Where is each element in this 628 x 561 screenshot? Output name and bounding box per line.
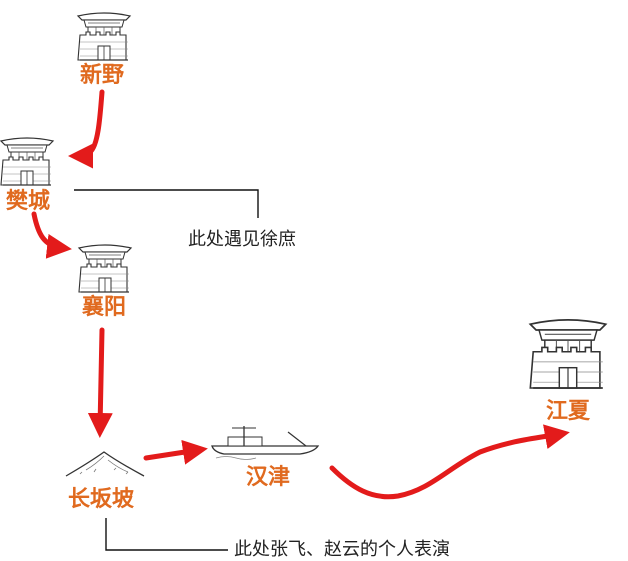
arrow-changbanpo-hanjin	[143, 439, 208, 465]
label-hanjin: 汉津	[246, 465, 291, 490]
label-changbanpo: 长坂坡	[68, 487, 135, 512]
label-xiangyang: 襄阳	[82, 295, 127, 320]
route-arrows	[31, 89, 570, 500]
label-xinye: 新野	[80, 63, 125, 88]
label-fancheng: 樊城	[6, 189, 51, 214]
city-gate-icon	[0, 137, 54, 186]
label-jiangxia: 江夏	[546, 399, 591, 424]
arrow-xiangyang-changbanpo	[87, 327, 113, 438]
city-gate-icon	[529, 318, 607, 389]
callout-line-xu-shu	[74, 189, 259, 218]
note-zhang-zhao: 此处张飞、赵云的个人表演	[234, 539, 450, 560]
arrow-fancheng-xiangyang	[31, 211, 72, 259]
callout-line-zhang-zhao	[105, 518, 228, 551]
arrow-hanjin-jiangxia	[329, 424, 570, 500]
boat-icon	[211, 426, 320, 460]
arrow-xinye-fancheng	[68, 89, 105, 169]
callout-lines	[74, 189, 259, 551]
mountain-icon	[65, 451, 145, 477]
city-gate-icon	[78, 244, 132, 293]
city-gate-icon	[77, 12, 131, 61]
note-xu-shu: 此处遇见徐庶	[188, 229, 296, 250]
